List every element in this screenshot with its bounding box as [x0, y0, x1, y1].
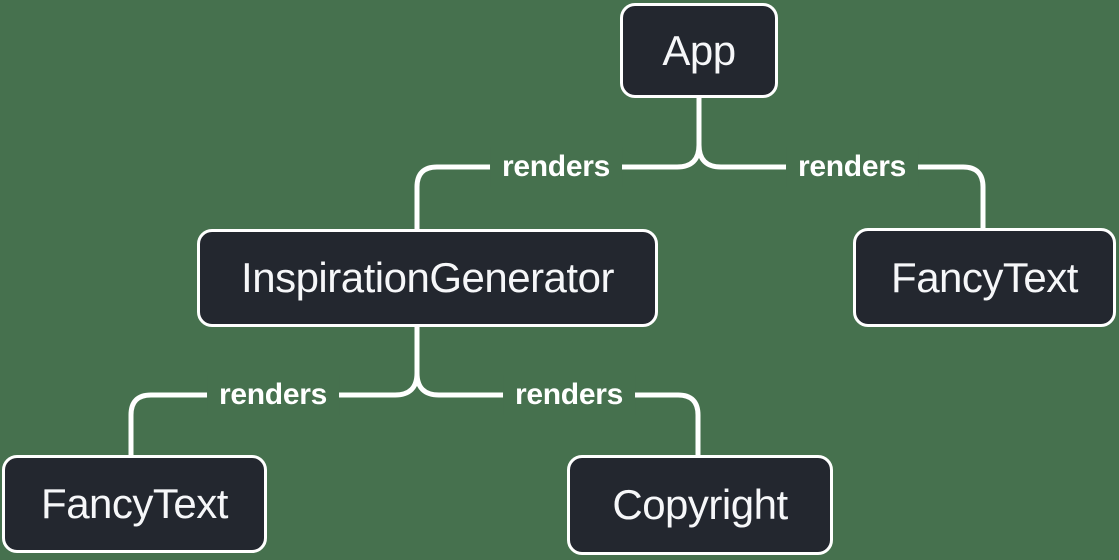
tree-node-fancy-text-bottom: FancyText — [2, 455, 267, 553]
tree-node-copyright: Copyright — [567, 455, 833, 555]
tree-node-inspiration-generator: InspirationGenerator — [197, 229, 658, 327]
tree-node-fancy-text-top: FancyText — [853, 228, 1116, 327]
tree-node-app: App — [620, 3, 778, 98]
edge-label-renders-inspiration-generator-copyright: renders — [503, 375, 635, 415]
edge-label-renders-app-inspiration-generator: renders — [490, 147, 622, 187]
edge-label-renders-app-fancy-text: renders — [786, 147, 918, 187]
edge-label-renders-inspiration-generator-fancy-text: renders — [207, 375, 339, 415]
